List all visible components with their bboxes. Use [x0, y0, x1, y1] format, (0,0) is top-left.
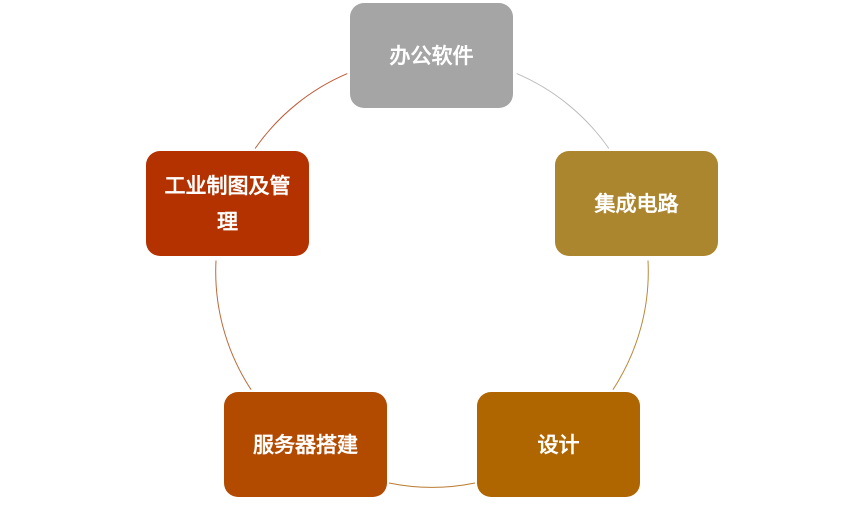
arc-cad-to-office [254, 73, 348, 149]
node-integrated-circuit: 集成电路 [555, 151, 718, 256]
arc-ic-to-design [612, 260, 649, 390]
arc-server-to-cad [215, 260, 252, 390]
node-industrial-drafting: 工业制图及管理 [146, 151, 309, 256]
node-industrial-drafting-label: 工业制图及管理 [164, 173, 291, 234]
node-office-software-label: 办公软件 [389, 43, 474, 68]
node-design: 设计 [477, 392, 640, 497]
node-server-setup-label: 服务器搭建 [253, 432, 358, 457]
arc-design-to-server [388, 482, 476, 488]
node-integrated-circuit-label: 集成电路 [594, 191, 679, 216]
node-office-software: 办公软件 [350, 3, 513, 108]
node-server-setup: 服务器搭建 [224, 392, 387, 497]
node-design-label: 设计 [537, 432, 580, 457]
arc-office-to-ic [516, 73, 610, 149]
